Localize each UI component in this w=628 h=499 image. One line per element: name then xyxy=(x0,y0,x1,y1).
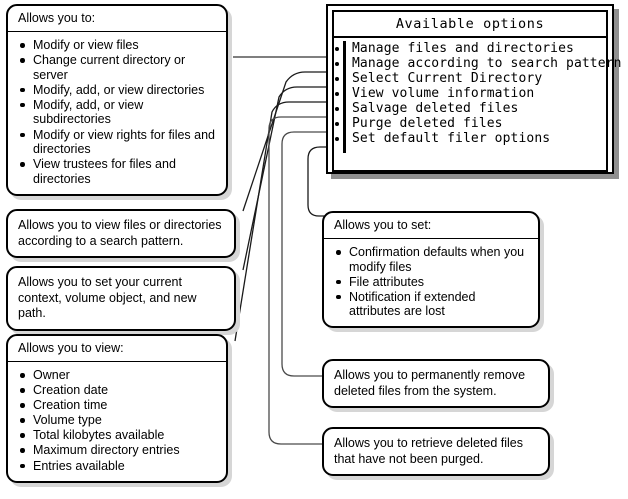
option-bullet-icon xyxy=(335,122,339,126)
bullet-icon xyxy=(20,373,25,378)
list-item-label: File attributes xyxy=(349,274,425,289)
list-item: File attributes xyxy=(334,275,530,290)
available-options-title: Available options xyxy=(395,16,545,32)
list-item-label: Total kilobytes available xyxy=(33,428,165,443)
option-item-select-directory[interactable]: Select Current Directory xyxy=(334,71,606,86)
list-item: Creation date xyxy=(18,383,218,398)
bullet-icon xyxy=(20,388,25,393)
option-item-manage-files[interactable]: Manage files and directories xyxy=(334,41,606,56)
list-item-label: Creation time xyxy=(33,398,108,413)
list-item-label: Entries available xyxy=(33,458,125,473)
list-item: View trustees for files and directories xyxy=(18,157,218,186)
list-item: Maximum directory entries xyxy=(18,443,218,458)
bullet-icon xyxy=(20,162,25,167)
bullet-icon xyxy=(20,43,25,48)
list-item-label: Notification if extended attributes are … xyxy=(349,289,476,319)
callout-salvage-deleted-files-text: Allows you to retrieve deleted files tha… xyxy=(334,436,523,466)
callout-default-filer-options: Allows you to set: Confirmation defaults… xyxy=(322,211,540,329)
available-options-panel: Available options Manage files and direc… xyxy=(326,4,621,174)
callout-current-context-text: Allows you to set your current context, … xyxy=(18,275,197,320)
callout-default-filer-options-header: Allows you to set: xyxy=(324,213,538,239)
list-item-label: Change current directory or server xyxy=(33,53,186,82)
callout-default-filer-options-list: Confirmation defaults when you modify fi… xyxy=(324,239,538,326)
bullet-icon xyxy=(20,58,25,63)
available-options-title-box: Available options xyxy=(332,10,608,38)
connector-volume xyxy=(234,101,333,342)
list-item: Modify, add, or view subdirectories xyxy=(18,98,218,127)
callout-volume-information-list: Owner Creation date Creation time Volume… xyxy=(8,362,226,481)
list-item-label: Modify or view rights for files and dire… xyxy=(33,127,216,157)
list-item: Modify, add, or view directories xyxy=(18,83,218,98)
list-item-label: Modify, add, or view subdirectories xyxy=(33,97,144,127)
callout-manage-files: Allows you to: Modify or view files Chan… xyxy=(6,4,228,196)
list-item: Total kilobytes available xyxy=(18,428,218,443)
callout-manage-files-list: Modify or view files Change current dire… xyxy=(8,32,226,194)
bullet-icon xyxy=(20,418,25,423)
list-item-label: Owner xyxy=(33,368,70,382)
option-bullet-icon xyxy=(335,107,339,111)
callout-search-pattern: Allows you to view files or directories … xyxy=(6,209,236,258)
option-bullet-icon xyxy=(335,47,339,51)
option-item-manage-pattern[interactable]: Manage according to search pattern xyxy=(334,56,621,71)
callout-volume-information-header: Allows you to view: xyxy=(8,336,226,362)
selection-cursor-bar xyxy=(343,41,346,153)
callout-purge-deleted-files: Allows you to permanently remove deleted… xyxy=(322,359,550,408)
bullet-icon xyxy=(336,294,341,300)
callout-search-pattern-text: Allows you to view files or directories … xyxy=(18,218,222,248)
list-item-label: Confirmation defaults when you modify fi… xyxy=(349,245,525,274)
callout-purge-deleted-files-text: Allows you to permanently remove deleted… xyxy=(334,368,526,398)
option-bullet-icon xyxy=(335,137,339,141)
list-item: Modify or view files xyxy=(18,38,218,53)
connector-pattern xyxy=(242,71,333,212)
list-item: Change current directory or server xyxy=(18,53,218,82)
bullet-icon xyxy=(20,463,25,469)
bullet-icon xyxy=(20,448,25,453)
list-item-label: Creation date xyxy=(33,383,109,398)
bullet-icon xyxy=(20,403,25,408)
option-item-set-defaults[interactable]: Set default filer options xyxy=(334,131,606,146)
available-options-body: Manage files and directories Manage acco… xyxy=(332,38,621,172)
list-item-label: Modify or view files xyxy=(33,38,139,52)
bullet-icon xyxy=(336,250,341,255)
list-item: Creation time xyxy=(18,398,218,413)
callout-salvage-deleted-files: Allows you to retrieve deleted files tha… xyxy=(322,427,550,476)
callout-volume-information: Allows you to view: Owner Creation date … xyxy=(6,334,228,483)
bullet-icon xyxy=(20,132,25,138)
bullet-icon xyxy=(336,279,341,285)
list-item-label: Volume type xyxy=(33,413,102,428)
list-item: Owner xyxy=(18,368,218,383)
list-item-label: View trustees for files and directories xyxy=(33,157,176,186)
bullet-icon xyxy=(20,102,25,108)
option-item-view-volume[interactable]: View volume information xyxy=(334,86,606,101)
callout-manage-files-header: Allows you to: xyxy=(8,6,226,32)
option-item-purge-files[interactable]: Purge deleted files xyxy=(334,116,606,131)
list-item: Confirmation defaults when you modify fi… xyxy=(334,245,530,274)
bullet-icon xyxy=(20,87,25,93)
option-item-salvage-files[interactable]: Salvage deleted files xyxy=(334,101,606,116)
option-bullet-icon xyxy=(335,62,339,66)
list-item: Notification if extended attributes are … xyxy=(334,290,530,319)
option-bullet-icon xyxy=(335,77,339,81)
list-item: Entries available xyxy=(18,459,218,474)
available-options-list: Manage files and directories Manage acco… xyxy=(334,41,621,146)
list-item: Modify or view rights for files and dire… xyxy=(18,128,218,157)
connector-context xyxy=(242,86,333,271)
list-item-label: Modify, add, or view directories xyxy=(33,82,205,97)
callout-current-context: Allows you to set your current context, … xyxy=(6,266,236,331)
option-bullet-icon xyxy=(335,92,339,96)
list-item: Volume type xyxy=(18,413,218,428)
bullet-icon xyxy=(20,433,25,438)
list-item-label: Maximum directory entries xyxy=(33,443,180,458)
